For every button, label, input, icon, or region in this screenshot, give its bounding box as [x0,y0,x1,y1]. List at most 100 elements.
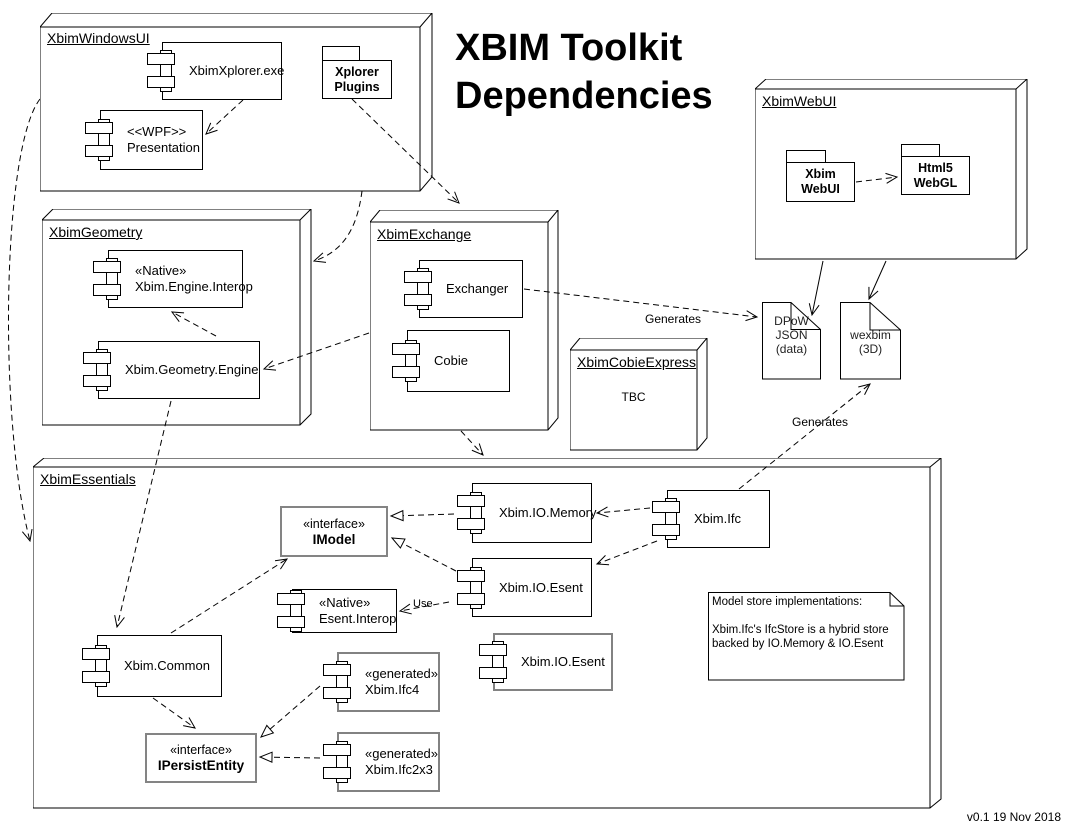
document-label: wexbim [850,328,891,342]
edge-label-use: Use [413,598,433,610]
document-label: JSON [775,328,808,342]
component-icon-tab [83,375,111,387]
folder-xplorer-plugins: Xplorer Plugins [322,60,392,99]
component-icon-tab [323,687,351,699]
folder-label: WebGL [913,175,958,190]
folder-label: Xplorer [335,64,379,79]
component-icon-tab [457,592,485,605]
component-icon-tab [82,648,110,660]
package-xbimcobieexpress [570,338,708,451]
package-label-xbimcobieexpress: XbimCobieExpress [577,354,697,370]
folder-label: Plugins [334,79,380,94]
interface-ipersistentity: «interface» IPersistEntity [145,733,257,783]
folder-label: Xbim [805,167,836,181]
component-stereotype: «generated» [365,666,439,681]
document-dpow-json: DPoW JSON (data) [762,302,821,380]
component-icon-tab [323,767,351,779]
component-exchanger: Exchanger [404,260,523,318]
component-wpf-presentation: <<WPF>> Presentation [85,110,203,170]
component-stereotype: «Native» [135,263,187,278]
document-label: DPoW [774,314,809,328]
note-line: backed by IO.Memory & IO.Esent [712,638,884,650]
component-label: Xbim.Common [124,658,210,673]
title-line-2: Dependencies [455,75,713,117]
component-icon-tab [392,343,420,355]
title-line-1: XBIM Toolkit [455,27,683,69]
edge-label-generates-dpow: Generates [645,312,702,326]
component-label: Cobie [434,353,468,368]
package-label-xbimwebui: XbimWebUI [762,93,837,109]
component-xbim-io-esent: Xbim.IO.Esent [457,558,592,617]
component-icon-tab [85,145,113,157]
component-icon-tab [85,122,113,134]
edge-webui-to-wexbim [868,260,887,301]
component-label: Esent.Interop [319,611,397,626]
interface-stereotype: «interface» [303,516,365,531]
edge-label-generates-wexbim: Generates [792,415,849,429]
component-icon-tab [457,518,485,530]
package-xbimexchange [370,210,559,431]
component-label: Presentation [127,140,200,155]
component-icon-tab [404,271,432,283]
component-xbim-geometry-engine: Xbim.Geometry.Engine [83,341,260,399]
diagram-title: XBIM Toolkit Dependencies [455,24,713,120]
edge-windowsui-to-geometry [312,190,363,263]
tbc-label: TBC [621,390,646,404]
package-label-xbimexchange: XbimExchange [377,226,472,242]
component-icon-tab [404,294,432,306]
component-icon-tab [457,569,485,582]
component-icon-tab [652,524,680,536]
component-stereotype: «generated» [365,746,439,761]
component-icon-tab [147,76,175,88]
component-label: Xbim.IO.Memory [499,505,597,520]
interface-label: IPersistEntity [157,758,245,773]
interface-label: IModel [312,531,356,547]
folder-tab-xplorer-plugins [322,46,360,61]
component-icon-tab [479,667,507,679]
component-xbim-io-memory: Xbim.IO.Memory [457,483,597,543]
note-line: Model store implementations: [712,596,863,608]
component-icon-tab [323,744,351,756]
component-icon-tab [147,53,175,65]
component-xbim-io-esent-2: Xbim.IO.Esent [479,633,613,691]
component-cobie: Cobie [392,330,510,392]
component-xbim-engine-interop: «Native» Xbim.Engine.Interop [93,250,253,308]
package-label-xbimwindowsui: XbimWindowsUI [47,30,150,46]
package-label-xbimessentials: XbimEssentials [40,471,136,487]
document-shape [762,302,821,380]
folder-label: WebUI [801,182,840,196]
document-shape [840,302,901,380]
edge-exchange-to-essentials [460,430,484,456]
document-wexbim: wexbim (3D) [840,302,901,380]
note-line: Xbim.Ifc's IfcStore is a hybrid store [712,624,889,636]
component-xbim-ifc4: «generated» Xbim.Ifc4 [323,652,440,712]
component-label: Xbim.Engine.Interop [135,279,253,294]
component-esent-interop: «Native» Esent.Interop [277,589,397,633]
note-model-store: Model store implementations: Xbim.Ifc's … [708,592,905,681]
folder-xbim-webui: Xbim WebUI [786,162,855,202]
component-icon-tab [93,261,121,273]
component-stereotype: «Native» [319,595,371,610]
version-label: v0.1 19 Nov 2018 [966,810,1061,824]
folder-label: Html5 [918,160,953,175]
component-label: Xbim.Ifc4 [365,682,420,697]
component-label: Xbim.Ifc2x3 [365,762,433,777]
component-label: Xbim.IO.Esent [521,654,605,669]
component-icon-tab [83,352,111,364]
component-xbim-ifc2x3: «generated» Xbim.Ifc2x3 [323,732,440,792]
component-xbimxplorer-exe: XbimXplorer.exe [147,42,285,100]
component-icon-tab [323,664,351,676]
interface-imodel: «interface» IModel [280,506,388,557]
component-icon-tab [82,671,110,683]
component-icon-tab [652,501,680,513]
component-label: Xbim.IO.Esent [499,579,583,595]
package-xbimwebui [755,79,1028,260]
component-icon-tab [93,284,121,296]
component-label: XbimXplorer.exe [189,63,285,78]
component-xbim-ifc: Xbim.Ifc [652,490,770,548]
note-shape [708,592,905,681]
component-icon-tab [392,366,420,378]
component-icon-tab [277,616,305,628]
component-icon-tab [457,495,485,507]
